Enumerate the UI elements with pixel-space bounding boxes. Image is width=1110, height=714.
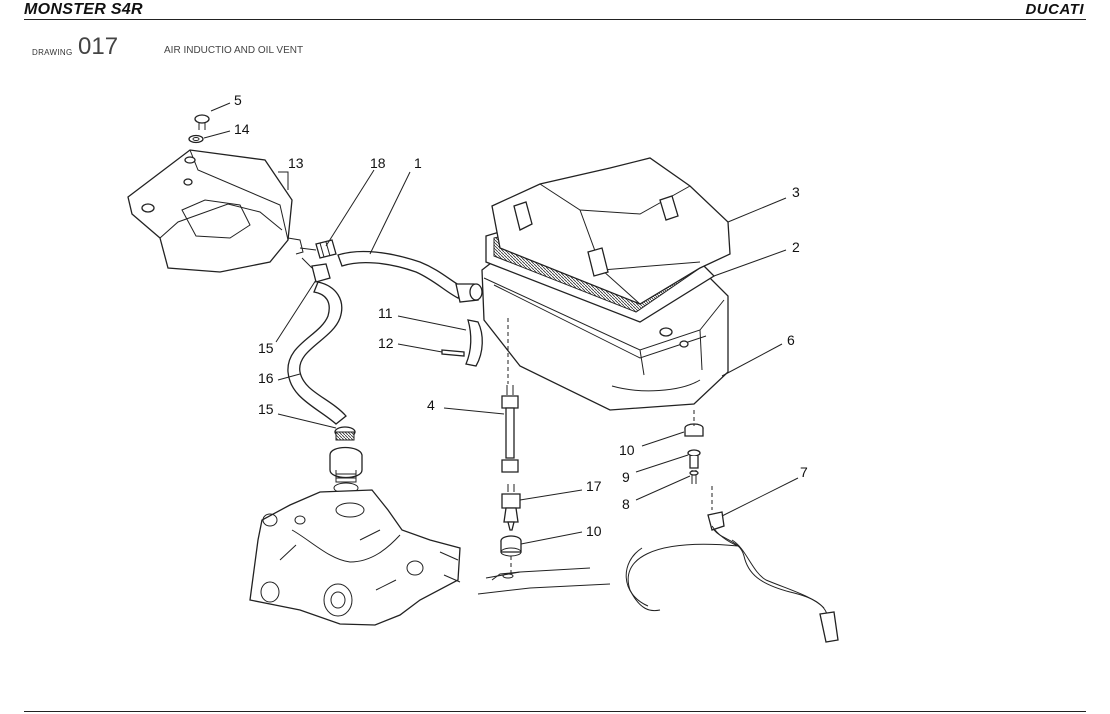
callout-13: 13: [288, 155, 304, 171]
callout-16: 16: [258, 370, 274, 386]
intake-hose-part: [337, 250, 483, 303]
drawing-title: AIR INDUCTIO AND OIL VENT: [164, 45, 304, 56]
oil-vent-union-part: [329, 426, 363, 494]
vent-hose-part: [287, 281, 347, 425]
mount-hardware-part: [684, 423, 704, 484]
page-header: MONSTER S4R DUCATI: [0, 0, 1110, 20]
drawing-label: DRAWING: [32, 48, 73, 57]
callout-4: 4: [427, 397, 435, 413]
callout-9: 9: [622, 469, 630, 485]
callout-15-lower: 15: [258, 401, 274, 417]
callout-2: 2: [792, 239, 800, 255]
hose-clamp-part: [299, 239, 337, 283]
model-name: MONSTER S4R: [24, 1, 143, 18]
callout-6: 6: [787, 332, 795, 348]
bracket-part: [441, 319, 483, 367]
callout-11: 11: [378, 305, 393, 321]
rubber-grommet-part: [500, 535, 522, 557]
screw-part: [188, 114, 210, 144]
callout-10-lower: 10: [586, 523, 602, 539]
callout-3: 3: [792, 184, 800, 200]
crankcase-part: [249, 489, 461, 626]
callout-10-upper: 10: [619, 442, 635, 458]
airbox-cover-part: [491, 157, 731, 305]
footer-divider: [24, 711, 1086, 712]
drain-tube-part: [625, 511, 839, 643]
brand-logo: DUCATI: [1025, 1, 1084, 18]
drawing-number: 017: [78, 33, 119, 60]
spacer-part: [501, 484, 521, 531]
oil-separator-part: [127, 149, 304, 273]
callout-14: 14: [234, 121, 250, 137]
callout-17: 17: [586, 478, 602, 494]
leader-lines: [203, 102, 799, 574]
header-divider: [24, 19, 1086, 20]
callout-5: 5: [234, 92, 242, 108]
callout-15-upper: 15: [258, 340, 274, 356]
callout-12: 12: [378, 335, 394, 351]
frame-plate-part: [477, 567, 611, 595]
callout-7: 7: [800, 464, 808, 480]
stud-bolt-part: [501, 385, 519, 473]
callout-8: 8: [622, 496, 630, 512]
callout-18: 18: [370, 155, 386, 171]
callout-1: 1: [414, 155, 422, 171]
